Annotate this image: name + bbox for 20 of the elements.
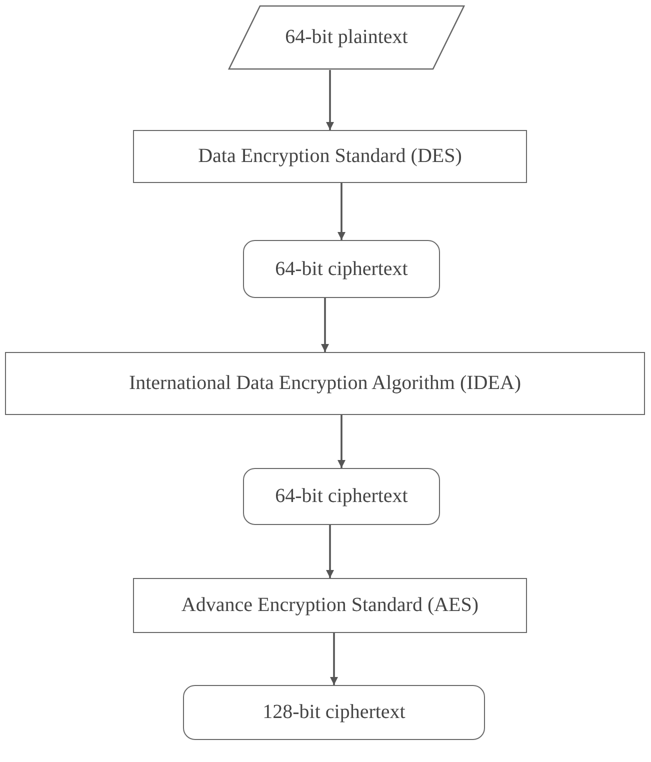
- node-label: International Data Encryption Algorithm (IDEA): [128, 372, 522, 395]
- arrow: [337, 183, 346, 240]
- output-box: [243, 240, 440, 298]
- node-label: 64-bit ciphertext: [275, 258, 408, 280]
- node-label: 128-bit ciphertext: [262, 701, 406, 724]
- process-box: [133, 130, 527, 183]
- arrow: [330, 633, 338, 685]
- arrow: [337, 415, 346, 468]
- node-label: Advance Encryption Standard (AES): [181, 594, 479, 617]
- input-parallelogram: [228, 5, 465, 70]
- arrow: [320, 298, 330, 352]
- process-box: [5, 352, 645, 415]
- arrow: [326, 525, 334, 578]
- process-box: [133, 578, 527, 633]
- node-label: Data Encryption Standard (DES): [198, 145, 462, 168]
- output-box: [183, 685, 485, 740]
- node-label: 64-bit ciphertext: [275, 485, 408, 508]
- node-label: 64-bit plaintext: [285, 26, 408, 49]
- arrow: [326, 70, 334, 130]
- output-box: [243, 468, 440, 525]
